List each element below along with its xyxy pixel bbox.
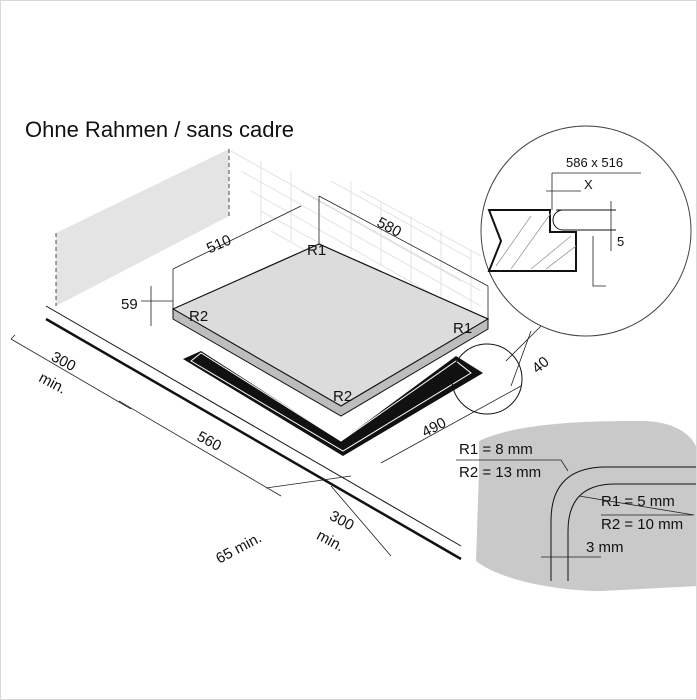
dim-490: 490 [419,414,449,441]
dimension-lines [118,195,547,557]
outer-r1: R1 = 8 mm [459,441,533,458]
worktop-edges [10,305,462,561]
inner-r1: R1 = 5 mm [601,493,675,510]
corner-r2-front: R2 [333,388,352,405]
cutout-size: 586 x 516 [566,155,623,170]
radius-detail [456,421,696,591]
dim-510: 510 [204,232,234,258]
outer-r2: R2 = 13 mm [459,464,541,481]
depth-5: 5 [617,234,624,249]
corner-r2-left: R2 [189,308,208,325]
dim-300-side-min: min. [36,369,69,397]
dim-65-min: 65 min. [213,529,264,567]
dim-560: 560 [194,428,224,455]
diagram-title: Ohne Rahmen / sans cadre [25,117,294,142]
gap-3mm: 3 mm [586,539,624,556]
wall-outline [55,149,230,306]
dim-580: 580 [374,214,404,241]
dim-300-front: 300 [327,507,357,534]
cutout-frame [183,351,483,456]
x-label: X [584,177,593,192]
dim-300-side: 300 [48,348,78,375]
inner-r2: R2 = 10 mm [601,516,683,533]
corner-r1-right: R1 [453,320,472,337]
corner-r1-back: R1 [307,242,326,259]
dim-300-front-min: min. [314,527,347,555]
dim-40: 40 [529,353,553,377]
dim-59: 59 [121,296,138,313]
wall-panel [56,149,229,306]
section-detail [480,125,692,337]
hob-edge [172,308,489,417]
